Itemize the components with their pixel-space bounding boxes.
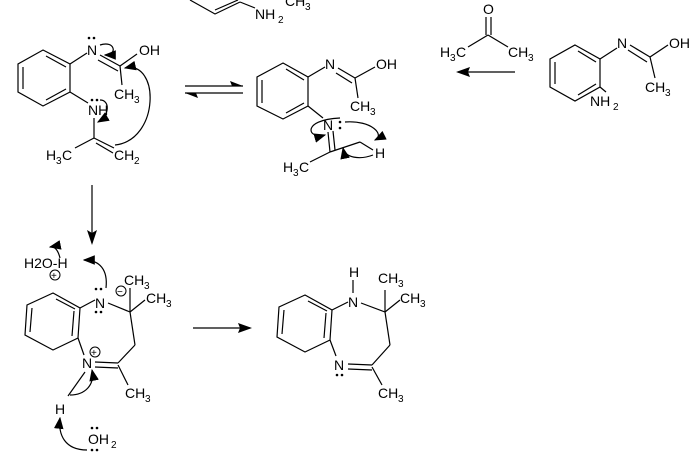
- label-h: H: [375, 145, 385, 161]
- label-nh2: NH: [255, 6, 275, 22]
- plus-charge: +: [51, 271, 57, 282]
- label-h2o-h: H2O-H: [24, 255, 68, 271]
- curved-arrow-icon: [114, 60, 151, 146]
- curved-arrow-icon: [53, 416, 88, 451]
- label-ch3: CH: [114, 86, 134, 102]
- svg-text:3: 3: [528, 53, 534, 64]
- label-h: H: [349, 264, 359, 280]
- label-ch3: CH: [378, 270, 398, 286]
- svg-text:3: 3: [144, 281, 150, 292]
- reaction-arrow-down-icon: [87, 185, 97, 245]
- label-n: N: [325, 56, 335, 72]
- label-h: H: [55, 401, 65, 417]
- svg-text:2: 2: [111, 440, 117, 451]
- reaction-arrow-right-icon: [193, 323, 252, 333]
- svg-text:3: 3: [398, 279, 404, 290]
- label-n: N: [323, 117, 333, 133]
- label-n: N: [87, 42, 97, 58]
- curved-arrow-icon: [69, 368, 99, 396]
- label-h3c: H: [283, 159, 293, 175]
- label-n: N: [348, 294, 358, 310]
- label-h3c: H: [440, 44, 450, 60]
- svg-text:3: 3: [370, 107, 376, 118]
- curved-arrow-icon: [344, 121, 387, 141]
- equilibrium-arrows-icon: [185, 81, 243, 98]
- svg-text:3: 3: [665, 88, 671, 99]
- label-ch3: CH: [350, 98, 370, 114]
- svg-text:3: 3: [134, 95, 140, 106]
- svg-text:3: 3: [56, 156, 62, 167]
- svg-text:3: 3: [420, 299, 426, 310]
- svg-text:2: 2: [613, 102, 619, 113]
- curved-arrow-icon: [310, 117, 341, 143]
- svg-text:3: 3: [166, 299, 172, 310]
- label-ch3: CH: [645, 79, 665, 95]
- svg-text:C: C: [456, 44, 466, 60]
- label-oh: OH: [669, 35, 690, 51]
- label-n: N: [617, 35, 627, 51]
- label-n: N: [334, 357, 344, 373]
- label-ch3: CH: [400, 290, 420, 306]
- plus-charge: +: [91, 348, 97, 359]
- label-oh: OH: [376, 56, 397, 72]
- curved-arrow-icon: [96, 99, 110, 123]
- svg-text:C: C: [62, 147, 72, 163]
- curved-arrow-icon: [48, 240, 62, 259]
- curved-arrow-icon: [99, 43, 116, 60]
- label-ch3: CH: [378, 385, 398, 401]
- label-nh2: NH: [590, 93, 610, 109]
- label-ch3: CH: [124, 272, 144, 288]
- svg-text:C: C: [299, 159, 309, 175]
- svg-text:3: 3: [398, 394, 404, 405]
- label-n: N: [95, 295, 105, 311]
- label-o: O: [483, 1, 494, 17]
- svg-text:3: 3: [293, 168, 299, 179]
- curved-arrow-icon: [340, 146, 374, 160]
- label-oh2: OH: [88, 431, 109, 447]
- label-ch2: CH: [114, 147, 134, 163]
- label-ch3: CH: [125, 385, 145, 401]
- curved-arrow-icon: [82, 255, 107, 289]
- label-n: N: [82, 355, 92, 371]
- label-h3c: H: [46, 147, 56, 163]
- label-ch3: CH: [508, 44, 528, 60]
- svg-text:2: 2: [278, 15, 284, 26]
- svg-text:2: 2: [134, 156, 140, 167]
- minus-charge: −: [117, 287, 123, 298]
- svg-text:3: 3: [450, 53, 456, 64]
- svg-text:3: 3: [305, 2, 311, 13]
- svg-text:3: 3: [145, 394, 151, 405]
- reaction-arrow-left-icon: [456, 67, 515, 77]
- label-ch3: CH: [146, 290, 166, 306]
- label-oh: OH: [139, 42, 160, 58]
- label-ch3: CH: [285, 0, 305, 9]
